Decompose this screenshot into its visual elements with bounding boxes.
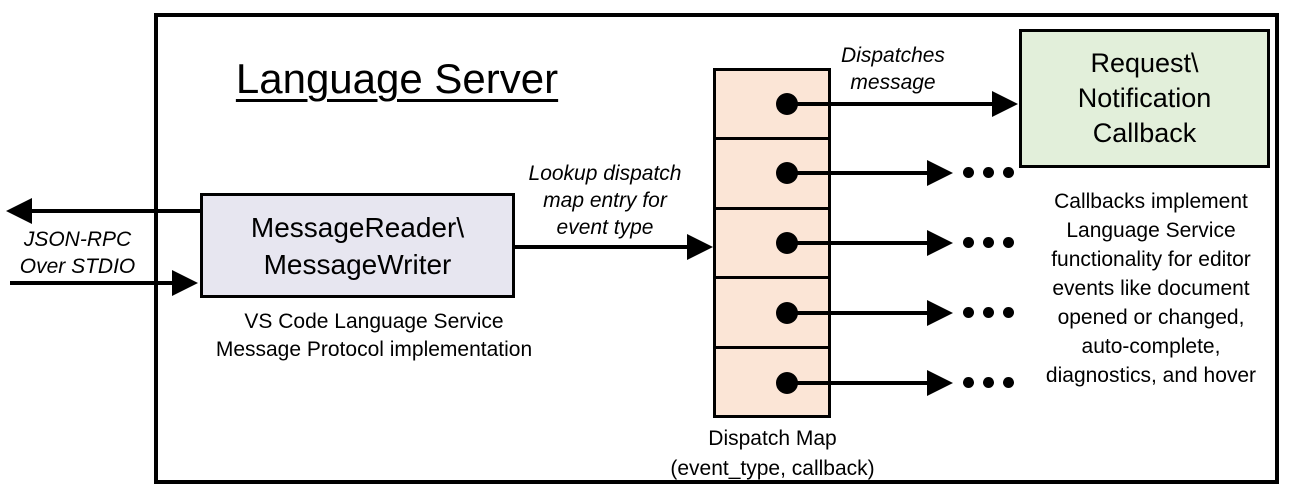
language-server-frame	[154, 13, 1279, 484]
reader-caption: VS Code Language Service Message Protoco…	[215, 310, 533, 361]
dispatch-cell	[716, 210, 828, 280]
stdio-out-arrow-line	[30, 209, 200, 213]
diagram-title: Language Server	[235, 55, 559, 102]
dispatch-arrow-line	[787, 241, 927, 245]
arrowhead-right-icon	[992, 91, 1018, 117]
dispatch-cell	[716, 71, 828, 141]
ellipsis-icon	[963, 237, 1014, 248]
stdio-in-arrow-line	[10, 281, 174, 285]
arrowhead-right-icon	[927, 300, 953, 326]
request-notification-callback-box: Request\ Notification Callback	[1019, 29, 1270, 168]
ellipsis-icon	[963, 307, 1014, 318]
message-reader-writer-box: MessageReader\ MessageWriter	[200, 193, 515, 298]
dispatch-arrow-line	[787, 311, 927, 315]
stdio-label: JSON-RPC Over STDIO	[19, 228, 136, 278]
ellipsis-icon	[963, 377, 1014, 388]
lookup-label: Lookup dispatch map entry for event type	[528, 162, 682, 239]
dispatch-cell	[716, 140, 828, 210]
dispatch-cell	[716, 279, 828, 349]
arrowhead-right-icon	[687, 234, 713, 260]
arrowhead-right-icon	[927, 160, 953, 186]
ellipsis-icon	[963, 167, 1014, 178]
dispatches-label: Dispatches message	[841, 44, 945, 94]
dispatch-arrow-line	[787, 102, 994, 106]
callback-box-label: Request\ Notification Callback	[1077, 48, 1212, 148]
arrowhead-left-icon	[6, 198, 32, 224]
arrowhead-right-icon	[927, 370, 953, 396]
dispatch-arrow-line	[787, 171, 927, 175]
arrowhead-right-icon	[172, 270, 198, 296]
message-reader-writer-label: MessageReader\ MessageWriter	[250, 211, 465, 280]
callbacks-note: Callbacks implement Language Service fun…	[1045, 190, 1257, 387]
dispatch-map-caption: Dispatch Map (event_type, callback)	[670, 427, 875, 480]
lookup-arrow-line	[515, 245, 689, 249]
arrowhead-right-icon	[927, 230, 953, 256]
dispatch-arrow-line	[787, 381, 927, 385]
